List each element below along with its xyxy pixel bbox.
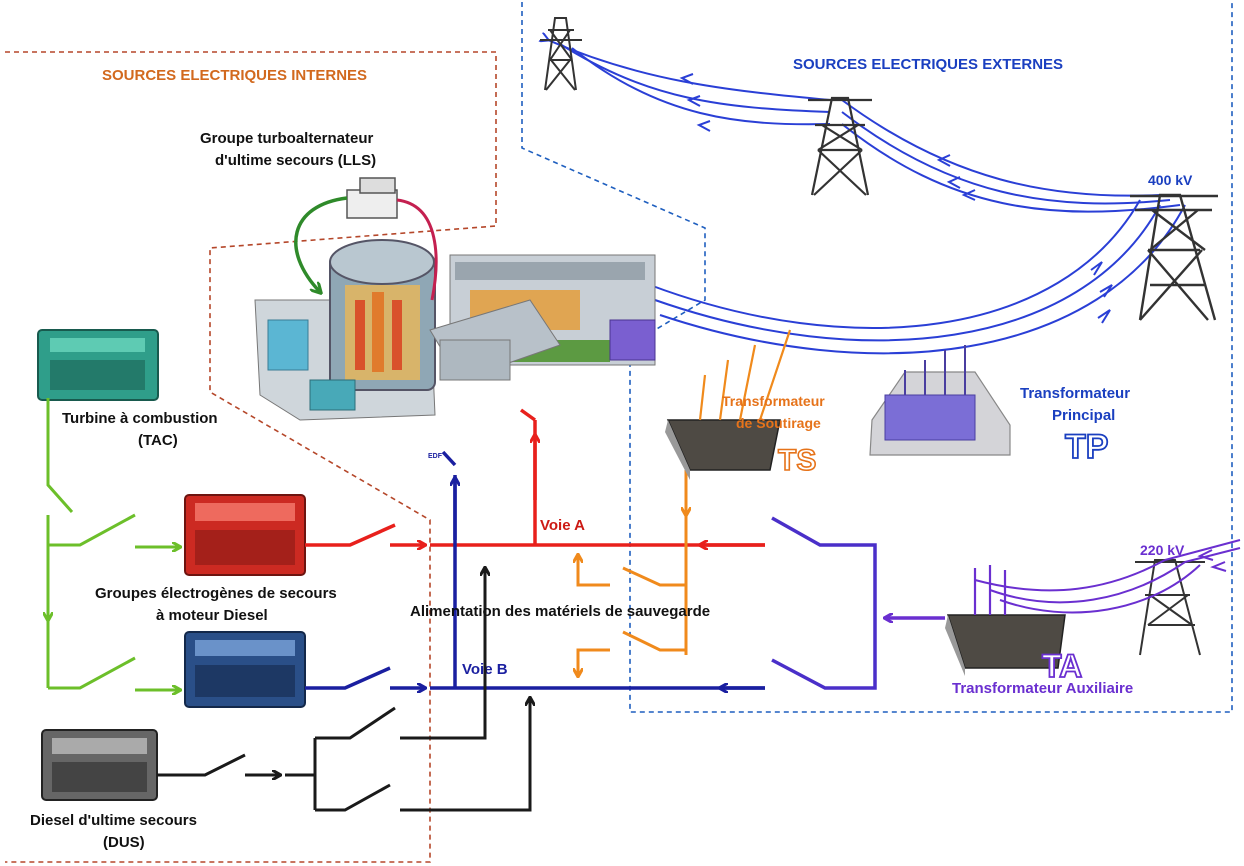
lls-label-line2: d'ultime secours (LLS) [215, 152, 376, 169]
dus-feed-network [157, 568, 530, 812]
voie-a-label: Voie A [540, 517, 585, 534]
pylon-icon [808, 96, 872, 196]
tac-turbine-icon [37, 329, 159, 401]
diesel-generator-blue-icon [184, 631, 306, 708]
ts-abbr: TS [778, 444, 816, 477]
lls-feed-arrow [294, 196, 348, 292]
line-direction-arrows [679, 73, 1113, 324]
lls-label-line1: Groupe turboalternateur [200, 130, 374, 147]
dus-label-line2: (DUS) [103, 834, 145, 851]
tp-transformer-icon [869, 345, 1011, 456]
ts-label-line2: de Soutirage [736, 415, 821, 431]
reactor-building-illustration [254, 239, 656, 421]
external-supply-switches [771, 516, 945, 690]
external-sources-border [521, 2, 1233, 713]
ta-transformer-icon [945, 565, 1066, 676]
pylon-icon [540, 17, 582, 91]
alimentation-label: Alimentation des matériels de sauvegarde [410, 603, 710, 620]
internal-sources-title: SOURCES ELECTRIQUES INTERNES [102, 67, 367, 84]
dus-diesel-icon [41, 729, 158, 801]
tac-label-line2: (TAC) [138, 432, 178, 449]
tp-abbr: TP [1065, 428, 1108, 466]
transmission-lines-220kv [974, 539, 1241, 614]
diesel-label-line1: Groupes électrogènes de secours [95, 585, 337, 602]
voltage-400kv-label: 400 kV [1148, 172, 1193, 188]
line-direction-arrows [1197, 549, 1227, 572]
lls-turboalternator-icon [346, 177, 398, 219]
ts-label-line1: Transformateur [722, 393, 825, 409]
diesel-generator-red-icon [184, 494, 306, 576]
voltage-220kv-label: 220 kV [1140, 542, 1185, 558]
ta-label: Transformateur Auxiliaire [952, 680, 1133, 697]
ts-transformer-icon [665, 329, 792, 480]
transmission-lines-400kv [548, 40, 1186, 355]
tp-label-line1: Transformateur [1020, 385, 1130, 402]
pylon-icon [1130, 193, 1218, 321]
edf-label: EDF [428, 453, 443, 460]
tac-label-line1: Turbine à combustion [62, 410, 218, 427]
ta-abbr: TA [1042, 648, 1082, 684]
ts-feed-network [578, 470, 686, 676]
lls-return-line [396, 198, 438, 301]
tac-feed-network [48, 398, 180, 690]
external-sources-title: SOURCES ELECTRIQUES EXTERNES [793, 56, 1063, 73]
diesel-label-line2: à moteur Diesel [156, 607, 268, 624]
tp-label-line2: Principal [1052, 407, 1115, 424]
dus-label-line1: Diesel d'ultime secours [30, 812, 197, 829]
pylon-icon [1135, 559, 1205, 656]
